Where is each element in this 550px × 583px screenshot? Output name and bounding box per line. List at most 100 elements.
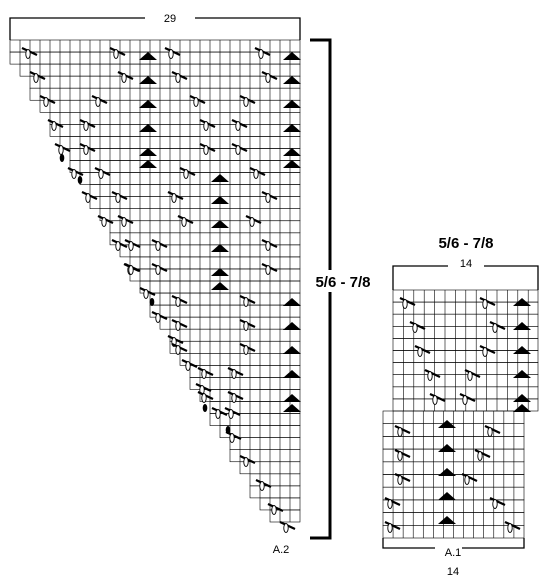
a2-row [189,377,301,390]
yarn-over-symbol [482,347,488,357]
yarn-over-symbol [101,217,107,227]
a2-row [129,256,301,270]
yarn-over-symbol [175,321,181,331]
yarn-over-symbol [243,97,249,107]
yarn-over-symbol [228,409,234,419]
yarn-over-symbol [83,121,89,131]
a2-row [169,328,301,342]
yarn-over-symbol [33,73,39,83]
triangle-decrease-symbol [513,322,531,330]
yarn-over-symbol [283,523,289,533]
yarn-over-symbol [487,427,493,437]
a1-symbols [384,297,531,533]
yarn-over-symbol [249,217,255,227]
triangle-decrease-symbol [438,516,456,524]
triangle-decrease-symbol [283,124,301,132]
yarn-over-symbol [181,217,187,227]
yarn-over-symbol [43,97,49,107]
a2-row [269,509,301,523]
yarn-over-symbol [492,499,498,509]
triangle-decrease-symbol [513,346,531,354]
triangle-decrease-symbol [283,76,301,84]
slanted-decrease-symbol [429,393,446,402]
triangle-decrease-symbol [139,52,157,60]
triangle-decrease-symbol [513,404,531,412]
yarn-over-symbol [427,371,433,381]
yarn-over-symbol [477,451,483,461]
black-dot-symbol [202,404,208,412]
a2-chart-name: A.2 [273,544,290,556]
a1-size-label: 5/6 - 7/8 [438,235,493,252]
yarn-over-symbol [259,481,265,491]
slanted-decrease-symbol [394,425,411,434]
yarn-over-symbol [71,169,77,179]
triangle-decrease-symbol [438,468,456,476]
a2-size-label: 5/6 - 7/8 [315,274,370,291]
triangle-decrease-symbol [211,244,229,252]
triangle-decrease-symbol [139,148,157,156]
a2-symbols [21,47,301,533]
a2-stitch-count: 29 [164,13,176,25]
yarn-over-symbol [265,193,271,203]
triangle-decrease-symbol [513,394,531,402]
yarn-over-symbol [397,451,403,461]
yarn-over-symbol [464,475,470,485]
slanted-decrease-symbol [384,521,401,530]
a2-size-bracket [310,38,332,540]
triangle-decrease-symbol [283,100,301,108]
yarn-over-symbol [231,369,237,379]
yarn-over-symbol [397,427,403,437]
triangle-decrease-symbol [283,346,301,354]
a2-row [29,87,301,101]
yarn-over-symbol [467,371,473,381]
yarn-over-symbol [143,289,149,299]
yarn-over-symbol [115,193,121,203]
a1-chart-name: A.1 [445,547,462,559]
yarn-over-symbol [193,97,199,107]
triangle-decrease-symbol [139,124,157,132]
yarn-over-symbol [183,169,189,179]
yarn-over-symbol [265,73,271,83]
slanted-decrease-symbol [384,497,401,506]
yarn-over-symbol [507,523,513,533]
yarn-over-symbol [175,73,181,83]
black-dot-symbol [149,298,155,306]
slanted-decrease-symbol [461,473,478,482]
a2-row [149,292,301,306]
slanted-decrease-symbol [479,345,496,354]
slanted-decrease-symbol [504,521,521,530]
yarn-over-symbol [229,433,235,443]
yarn-over-symbol [215,409,221,419]
a1-top-bracket [392,265,539,290]
yarn-over-symbol [265,265,271,275]
yarn-over-symbol [265,241,271,251]
a2-stitch-bracket [9,17,301,40]
slanted-decrease-symbol [489,321,506,330]
yarn-over-symbol [397,475,403,485]
triangle-decrease-symbol [283,52,301,60]
triangle-decrease-symbol [513,370,531,378]
slanted-decrease-symbol [399,297,416,306]
a2-row [109,220,301,234]
triangle-decrease-symbol [283,160,301,168]
yarn-over-symbol [492,323,498,333]
yarn-over-symbol [185,361,191,371]
yarn-over-symbol [412,323,418,333]
triangle-decrease-symbol [283,394,301,402]
slanted-decrease-symbol [409,321,426,330]
slanted-decrease-symbol [479,297,496,306]
black-dot-symbol [225,426,231,434]
black-dot-symbol [59,154,65,162]
black-dot-symbol [77,176,83,184]
yarn-over-symbol [271,505,277,515]
yarn-over-symbol [231,393,237,403]
yarn-over-symbol [175,345,181,355]
triangle-decrease-symbol [211,220,229,228]
slanted-decrease-symbol [464,369,481,378]
yarn-over-symbol [83,145,89,155]
slanted-decrease-symbol [394,449,411,458]
yarn-over-symbol [128,241,134,251]
yarn-over-symbol [51,121,57,131]
triangle-decrease-symbol [283,404,301,412]
